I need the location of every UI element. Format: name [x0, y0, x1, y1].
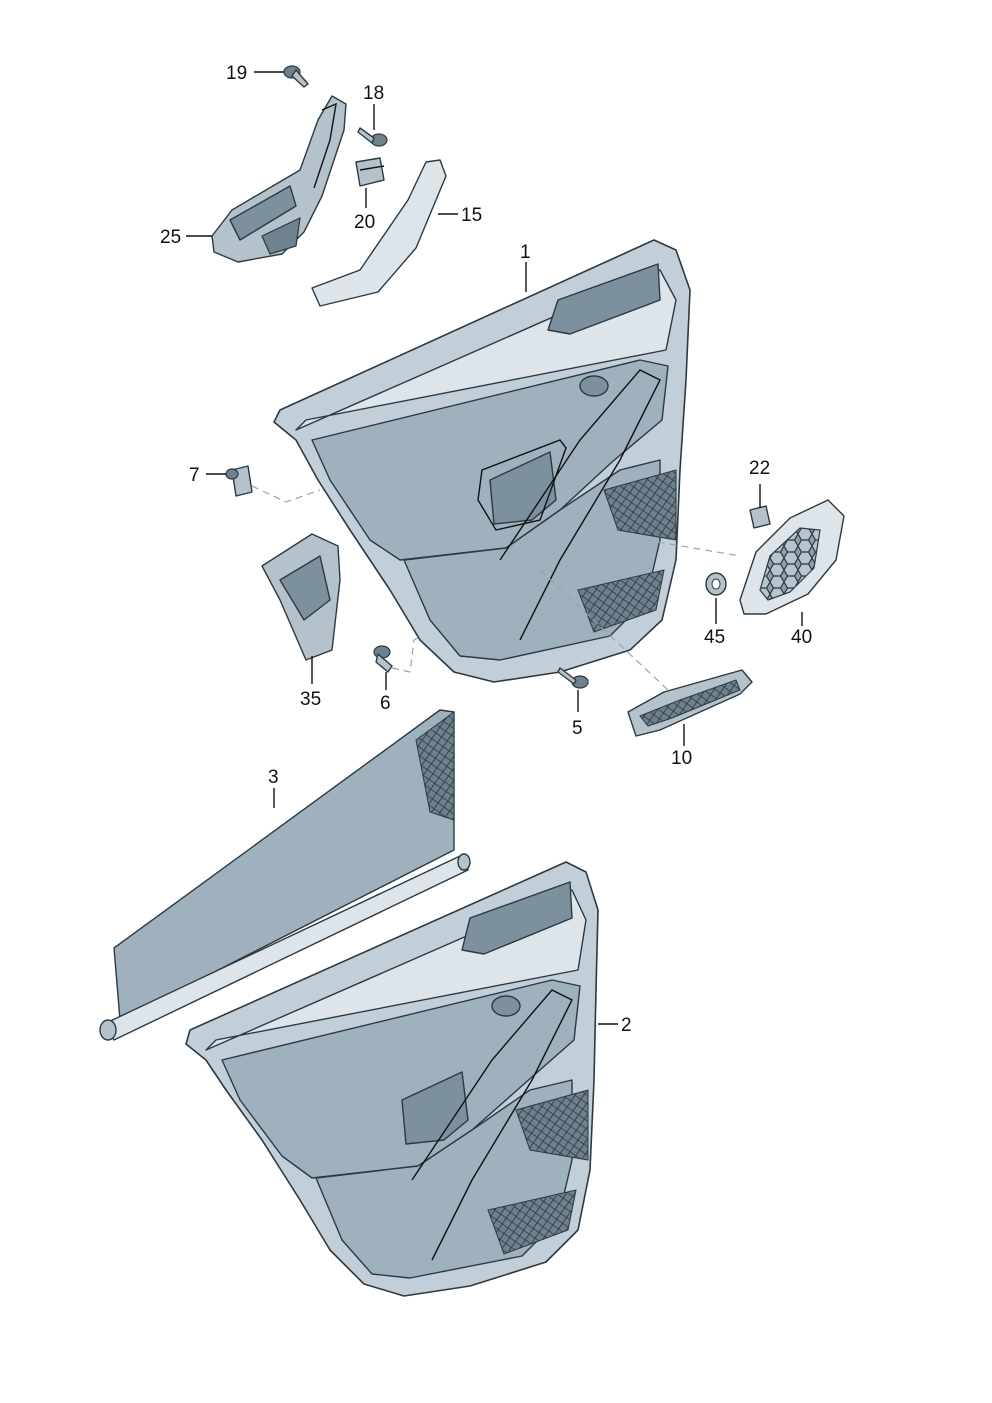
callout-labels: 19 18 20 15 25 1 7 22 35 6 5 45 40 10 3 …	[160, 63, 812, 1036]
screw-5	[557, 667, 589, 689]
clip-22	[749, 505, 771, 529]
insert-10	[627, 669, 753, 737]
clip-7	[225, 465, 253, 497]
callout-6: 6	[380, 693, 391, 714]
trim-strip-15	[311, 159, 447, 307]
callout-18: 18	[363, 83, 384, 104]
callout-19: 19	[226, 63, 247, 84]
callout-35: 35	[300, 689, 321, 710]
callout-40: 40	[791, 627, 812, 648]
pull-handle-25	[211, 95, 347, 263]
bracket-35	[261, 533, 341, 661]
callout-22: 22	[749, 458, 770, 479]
callout-1: 1	[520, 242, 531, 263]
callout-45: 45	[704, 627, 725, 648]
callout-2: 2	[621, 1015, 632, 1036]
callout-3: 3	[268, 767, 279, 788]
callout-25: 25	[160, 227, 181, 248]
clip-20	[355, 157, 385, 187]
clip-6	[373, 645, 393, 673]
callout-5: 5	[572, 718, 583, 739]
door-panel-2	[185, 861, 599, 1297]
assembly-lines	[251, 485, 741, 691]
screw-19	[283, 65, 309, 88]
screw-18	[357, 127, 388, 147]
leader-lines	[186, 71, 803, 1025]
speaker-grille-40	[739, 499, 845, 615]
clip-45	[705, 572, 727, 596]
door-panel-1	[273, 239, 691, 683]
sun-blind-3	[99, 709, 471, 1041]
callout-7: 7	[189, 465, 200, 486]
callout-15: 15	[461, 205, 482, 226]
callout-20: 20	[354, 212, 375, 233]
callout-10: 10	[671, 748, 692, 769]
